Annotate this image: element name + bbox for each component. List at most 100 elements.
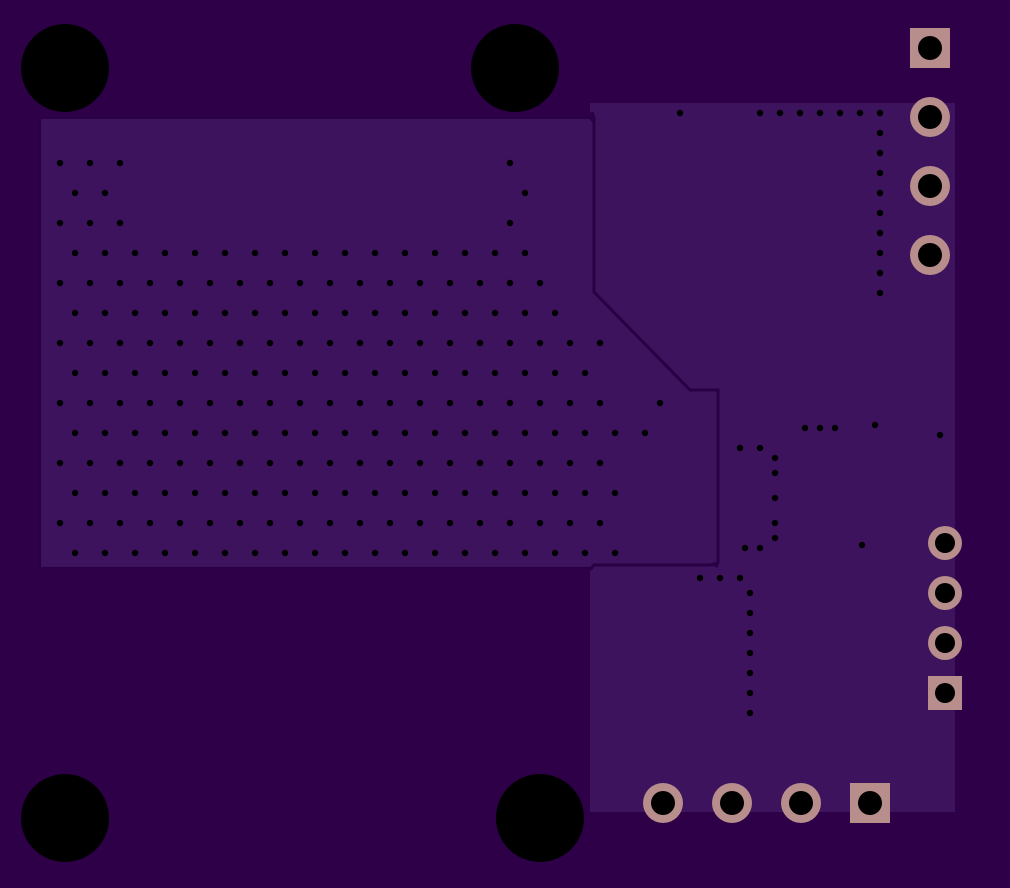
pour-boundary-line — [588, 111, 720, 571]
via — [56, 279, 64, 287]
pad-drill — [918, 174, 942, 198]
via — [206, 399, 214, 407]
via — [341, 249, 349, 257]
via — [86, 399, 94, 407]
via — [536, 339, 544, 347]
pad-drill — [935, 683, 955, 703]
via — [161, 369, 169, 377]
via — [191, 309, 199, 317]
via — [876, 269, 884, 277]
via — [461, 309, 469, 317]
via — [741, 544, 749, 552]
via — [86, 219, 94, 227]
via — [581, 489, 589, 497]
via — [491, 369, 499, 377]
via — [281, 429, 289, 437]
via — [566, 519, 574, 527]
via — [536, 459, 544, 467]
mounting-hole — [21, 774, 109, 862]
via — [251, 309, 259, 317]
via — [251, 549, 259, 557]
via — [936, 431, 944, 439]
via — [281, 489, 289, 497]
via — [56, 339, 64, 347]
via — [116, 459, 124, 467]
via — [876, 169, 884, 177]
via — [506, 219, 514, 227]
via — [71, 249, 79, 257]
via — [446, 399, 454, 407]
via — [71, 489, 79, 497]
via — [736, 444, 744, 452]
via — [581, 549, 589, 557]
via — [386, 519, 394, 527]
via — [311, 489, 319, 497]
via — [176, 399, 184, 407]
via — [461, 249, 469, 257]
via — [86, 339, 94, 347]
via — [876, 189, 884, 197]
via — [521, 429, 529, 437]
via — [401, 249, 409, 257]
via — [86, 279, 94, 287]
via — [771, 534, 779, 542]
via — [476, 339, 484, 347]
pad-drill — [918, 243, 942, 267]
header-pads — [643, 28, 962, 823]
via — [206, 279, 214, 287]
via — [176, 519, 184, 527]
via — [596, 399, 604, 407]
via — [221, 249, 229, 257]
via — [431, 309, 439, 317]
via — [131, 369, 139, 377]
via — [521, 489, 529, 497]
via — [116, 339, 124, 347]
via — [491, 249, 499, 257]
via — [371, 429, 379, 437]
via — [146, 519, 154, 527]
via — [146, 279, 154, 287]
via — [611, 489, 619, 497]
via — [416, 279, 424, 287]
via — [521, 309, 529, 317]
via — [341, 369, 349, 377]
via — [371, 249, 379, 257]
via — [746, 689, 754, 697]
via — [191, 489, 199, 497]
via — [131, 549, 139, 557]
via — [71, 549, 79, 557]
via — [251, 369, 259, 377]
via — [236, 279, 244, 287]
via — [386, 339, 394, 347]
via — [326, 399, 334, 407]
via — [386, 459, 394, 467]
via — [536, 279, 544, 287]
pad-drill — [935, 633, 955, 653]
via — [551, 489, 559, 497]
via — [746, 589, 754, 597]
via — [476, 459, 484, 467]
via — [551, 309, 559, 317]
via — [521, 369, 529, 377]
via — [311, 429, 319, 437]
via — [191, 249, 199, 257]
via — [551, 429, 559, 437]
via — [506, 399, 514, 407]
via — [251, 429, 259, 437]
via — [876, 109, 884, 117]
via — [296, 399, 304, 407]
via — [876, 149, 884, 157]
via — [326, 339, 334, 347]
mounting-hole — [496, 774, 584, 862]
via — [341, 429, 349, 437]
via — [131, 489, 139, 497]
mounting-holes — [21, 24, 584, 862]
via — [281, 249, 289, 257]
via — [341, 309, 349, 317]
via — [371, 369, 379, 377]
via — [221, 429, 229, 437]
via — [796, 109, 804, 117]
via — [401, 309, 409, 317]
via — [266, 459, 274, 467]
via — [756, 444, 764, 452]
